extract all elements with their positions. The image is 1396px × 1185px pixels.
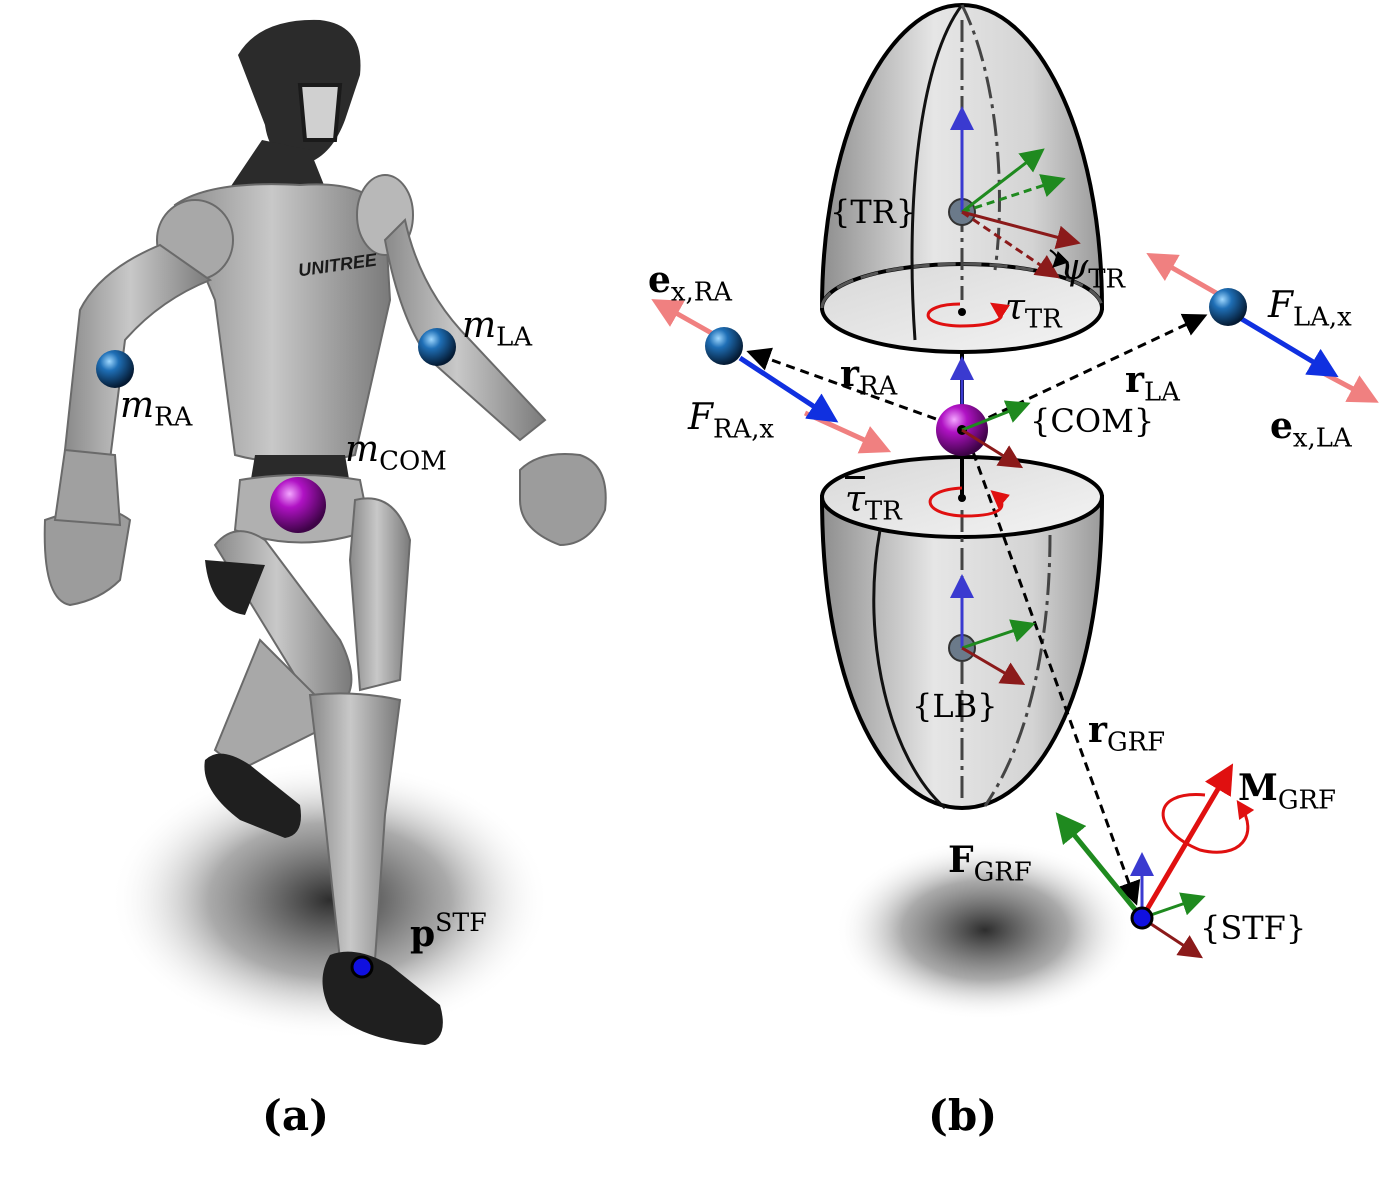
label-psi-tr: ψTR: [1060, 247, 1126, 295]
label-r-la: rLA: [1125, 359, 1180, 408]
mass-right-arm-sphere: [96, 350, 134, 388]
model-ground-shadow: [835, 840, 1135, 1020]
lower-torque-arc: [928, 486, 1010, 518]
stance-foot-frame-origin: [1130, 906, 1154, 930]
mass-com-sphere: [270, 477, 326, 533]
grf-moment-arc: [1161, 793, 1255, 854]
frame-label-tr: {TR}: [830, 193, 917, 231]
label-tau-tr-lower: τTR: [845, 479, 902, 527]
label-f-la-x: FLA,x: [1268, 285, 1352, 333]
label-e-x-ra: ex,RA: [648, 259, 732, 308]
label-f-ra-x: FRA,x: [688, 397, 775, 445]
caption-a: (a): [262, 1091, 329, 1140]
grf-moment-arrow: [1139, 763, 1234, 920]
label-r-grf: rGRF: [1088, 709, 1166, 758]
mass-ra-sphere: [705, 327, 743, 365]
panel-a-robot: UNITREE: [43, 19, 607, 1045]
frame-label-stf: {STF}: [1200, 909, 1307, 947]
label-m-com: mCOM: [345, 429, 447, 477]
grf-force-arrow: [1055, 812, 1144, 920]
robot-thigh-back: [348, 497, 412, 692]
label-m-ra: mRA: [120, 385, 193, 433]
lever-arm-ra: [746, 347, 951, 426]
label-m-grf: MGRF: [1238, 767, 1337, 816]
frame-label-lb: {LB}: [912, 687, 998, 725]
frame-label-com: {COM}: [1030, 402, 1155, 440]
mass-left-arm-sphere: [418, 328, 456, 366]
robot-shin-raised: [213, 638, 321, 772]
label-tau-tr: τTR: [1005, 287, 1062, 335]
label-e-x-la: ex,LA: [1270, 405, 1352, 454]
label-p-stf: pSTF: [410, 908, 487, 956]
label-m-la: mLA: [462, 305, 533, 353]
label-r-ra: rRA: [840, 353, 898, 402]
robot-left-arm: [383, 217, 547, 442]
stance-foot-point: [350, 955, 374, 979]
force-la-x-arrow: [1238, 315, 1339, 378]
trunk-torque-arc: [926, 302, 1010, 328]
caption-b: (b): [928, 1091, 998, 1140]
force-ra-x-arrow: [738, 355, 839, 423]
robot-foot-raised: [204, 753, 301, 838]
panel-b-model: [651, 2, 1379, 1020]
robot-foot-stance: [322, 951, 443, 1045]
mass-la-sphere: [1209, 288, 1247, 326]
lever-arm-la: [974, 313, 1208, 426]
robot-ground-shadow: [110, 760, 550, 1040]
label-f-grf: FGRF: [948, 839, 1032, 888]
robot-left-hand: [519, 453, 607, 547]
lever-arm-grf: [966, 437, 1141, 906]
